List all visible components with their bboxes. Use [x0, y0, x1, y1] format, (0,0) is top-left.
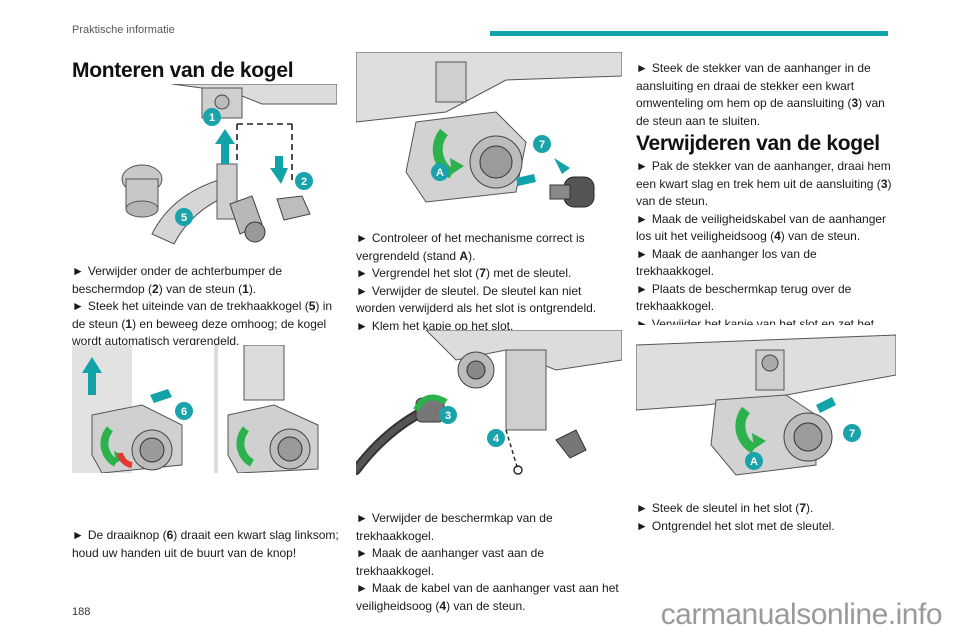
- watermark: carmanualsonline.info: [660, 598, 943, 631]
- badge-4: 4: [493, 433, 500, 445]
- step-unplug: ►Pak de stekker van de aanhanger, draai …: [636, 159, 892, 208]
- step-lock-key: ►Vergrendel het slot (7) met de sleutel.: [356, 266, 572, 280]
- badge-7: 7: [849, 428, 855, 440]
- step-remove-cap: ►Verwijder onder de achterbumper de besc…: [72, 264, 283, 296]
- badge-7: 7: [539, 139, 545, 151]
- figure-trailer-cable: 3 4: [356, 330, 622, 498]
- section-header: Praktische informatie: [72, 24, 175, 36]
- text-block-remove: ►Pak de stekker van de aanhanger, draai …: [636, 158, 898, 351]
- section-title-removing: Verwijderen van de kogel: [636, 132, 880, 155]
- step-clip-cap: ►Klem het kapje op het slot.: [356, 318, 514, 333]
- figure-knob-turn-a: 6: [72, 345, 204, 473]
- step-replace-cap: ►Plaats de beschermkap terug over de tre…: [636, 281, 852, 314]
- badge-5: 5: [181, 212, 187, 224]
- figure-lock-mechanism: 7 A: [356, 52, 622, 218]
- text-block-connect-plug: ►Steek de stekker van de aanhanger in de…: [636, 60, 898, 130]
- text-block-unlock: ►Steek de sleutel in het slot (7). ►Ontg…: [636, 500, 898, 535]
- step-knob-warning: ►De draaiknop (6) draait een kwart slag …: [72, 528, 339, 560]
- badge-A: A: [436, 167, 444, 179]
- arrow-up-icon: [215, 129, 235, 164]
- badge-2: 2: [301, 176, 307, 188]
- text-block-lock: ►Controleer of het mechanisme correct is…: [356, 230, 622, 335]
- step-insert-key: ►Steek de sleutel in het slot (7).: [636, 501, 814, 515]
- step-unlock-key: ►Ontgrendel het slot met de sleutel.: [636, 518, 835, 533]
- step-remove-key: ►Verwijder de sleutel. De sleutel kan ni…: [356, 283, 597, 316]
- page-number: 188: [72, 606, 91, 618]
- illustration-mount-ball: 1 2 5: [112, 84, 337, 254]
- header-accent-bar: [490, 31, 888, 36]
- text-block-mount: ►Verwijder onder de achterbumper de besc…: [72, 263, 342, 351]
- badge-1: 1: [209, 112, 215, 124]
- step-attach-trailer: ►Maak de aanhanger vast aan de trekhaakk…: [356, 546, 545, 578]
- step-detach-cable: ►Maak de veiligheidskabel van de aanhang…: [636, 211, 887, 244]
- section-title-mounting: Monteren van de kogel: [72, 59, 294, 82]
- column-3-section: Verwijderen van de kogel: [636, 132, 898, 156]
- figure-mount-ball: 1 2 5: [112, 84, 337, 254]
- text-block-knob: ►De draaiknop (6) draait een kwart slag …: [72, 527, 342, 562]
- step-connect-plug: ►Steek de stekker van de aanhanger in de…: [636, 61, 885, 128]
- arrow-down-icon: [270, 156, 288, 184]
- step-remove-protective-cap: ►Verwijder de beschermkap van de trekhaa…: [356, 511, 553, 543]
- badge-A: A: [750, 456, 758, 468]
- arrow-up-icon: [82, 357, 102, 395]
- step-insert-ball: ►Steek het uiteinde van de trekhaakkogel…: [72, 299, 333, 348]
- step-attach-cable: ►Maak de kabel van de aanhanger vast aan…: [356, 581, 619, 613]
- figure-knob-turn-b: [214, 345, 342, 473]
- badge-6: 6: [181, 406, 187, 418]
- step-detach-trailer: ►Maak de aanhanger los van de trekhaakko…: [636, 246, 817, 279]
- text-block-trailer: ►Verwijder de beschermkap van de trekhaa…: [356, 510, 622, 615]
- figure-unlock: 7 A: [636, 325, 896, 485]
- step-check-locked: ►Controleer of het mechanisme correct is…: [356, 231, 585, 263]
- badge-3: 3: [445, 410, 451, 422]
- column-1: Monteren van de kogel: [72, 52, 342, 83]
